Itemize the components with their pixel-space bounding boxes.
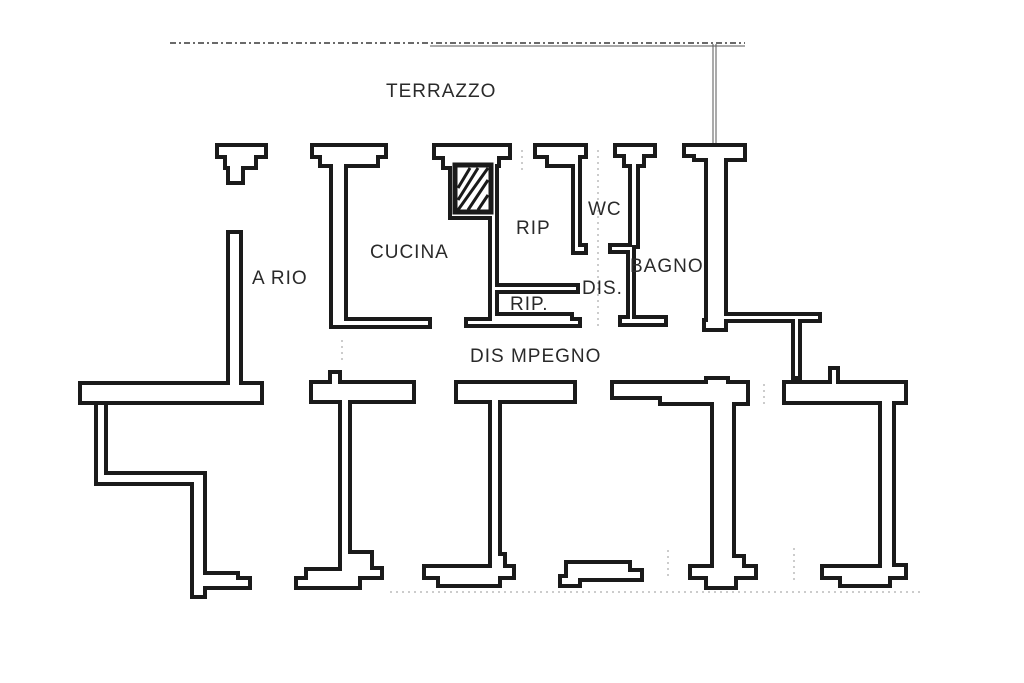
room-label-bagno: BAGNO: [630, 256, 704, 277]
pier-6-main-wall: [682, 143, 822, 380]
middle-walls: [94, 366, 908, 599]
atrio-wall: [78, 230, 264, 405]
room-label-cucina: CUCINA: [370, 242, 449, 263]
middle-wall-3: [610, 376, 758, 590]
pier-bottom-5: [558, 560, 644, 588]
terrace-piers: [215, 143, 822, 380]
chimney-flue: [452, 162, 494, 215]
terrace-boundary: [170, 42, 745, 145]
room-label-wc: WC: [588, 199, 622, 220]
middle-wall-2: [422, 380, 577, 588]
pier-4-wc-wall: [533, 143, 588, 255]
room-label-disimpegno: DIS MPEGNO: [470, 346, 601, 367]
room-label-rip-small: RIP.: [510, 294, 549, 315]
room-label-rip: RIP: [516, 218, 551, 239]
room-label-terrazzo: TERRAZZO: [386, 81, 496, 102]
room-label-atrio: A RIO: [252, 268, 308, 289]
base-lines: [341, 150, 920, 593]
room-label-dis: DIS.: [582, 278, 623, 299]
lower-left-wall: [94, 401, 252, 599]
pier-1: [215, 143, 268, 185]
pier-5-bagno-wall: [608, 143, 668, 327]
pier-2-cucina-wall: [310, 143, 432, 329]
middle-wall-4: [782, 366, 908, 588]
middle-wall-1: [294, 370, 416, 590]
